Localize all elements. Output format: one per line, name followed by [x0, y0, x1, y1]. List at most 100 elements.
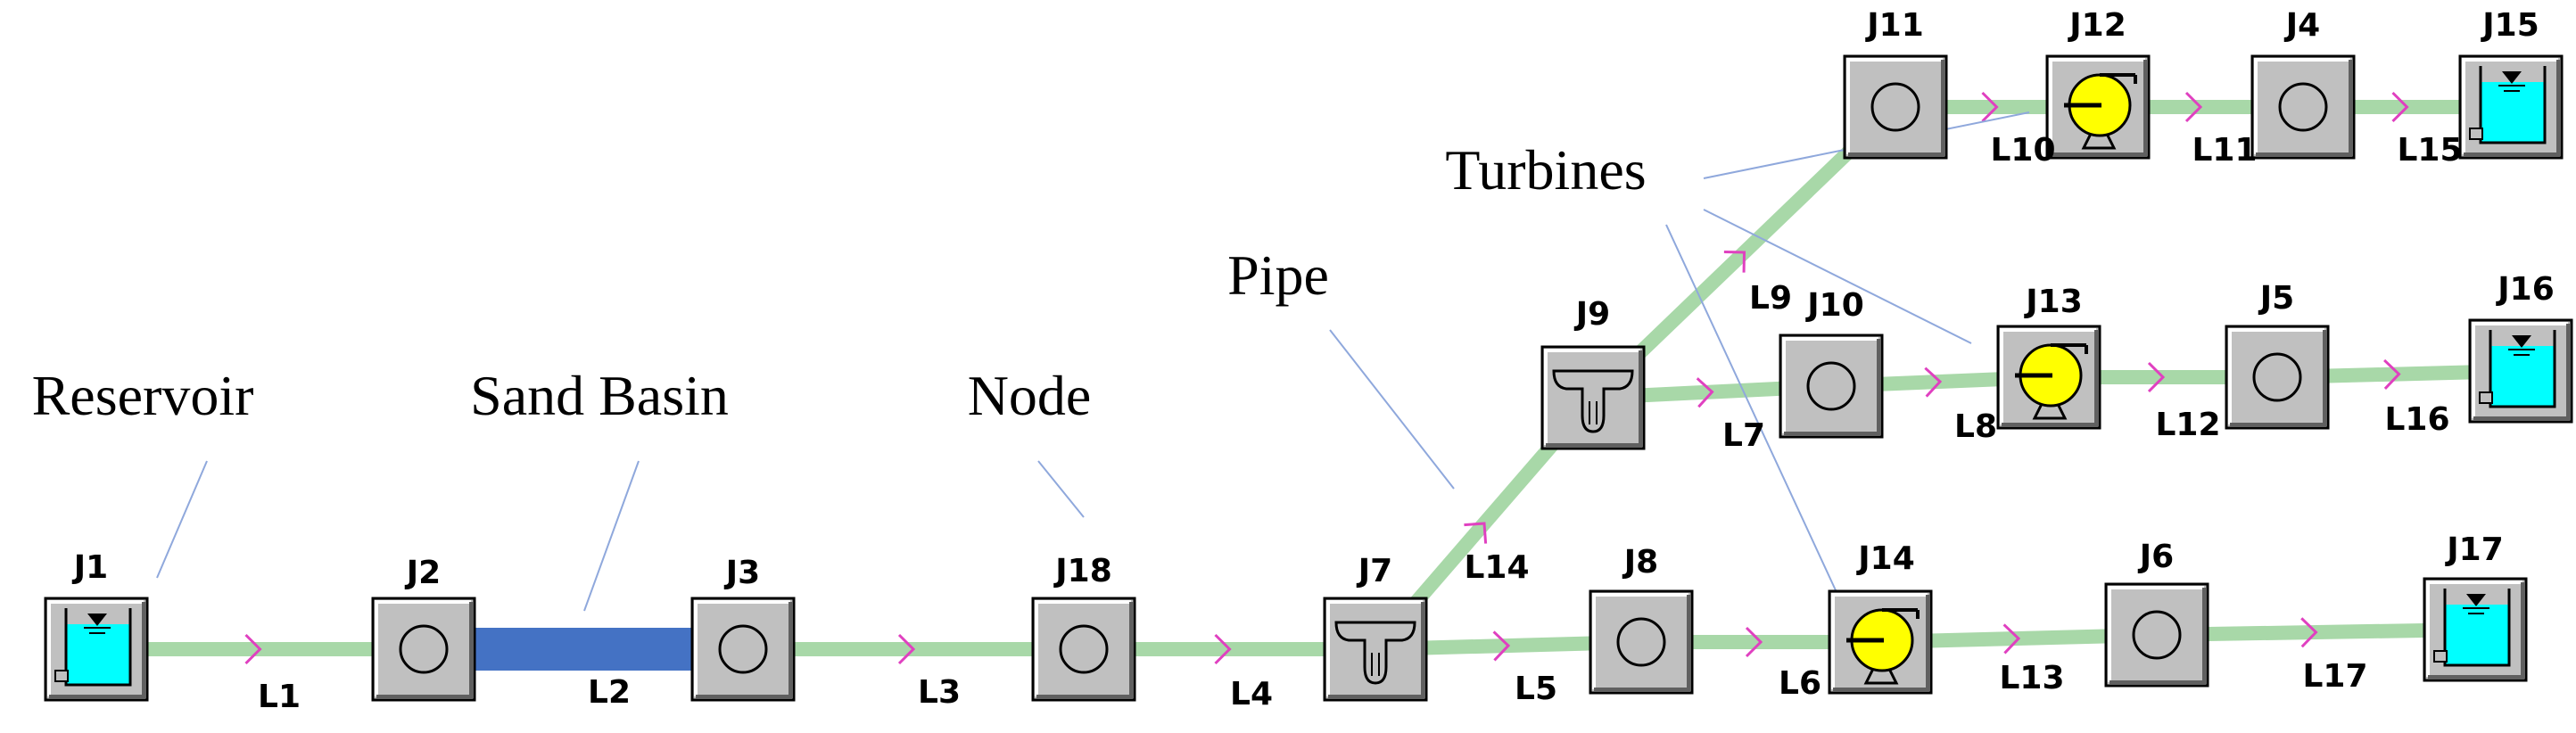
node-bevel	[2002, 330, 2098, 426]
link-label: L15	[2397, 132, 2462, 169]
flow-arrow-icon	[2391, 91, 2409, 123]
leader-line	[156, 460, 208, 579]
node-j1-reservoir[interactable]	[44, 597, 149, 702]
node-box	[1031, 597, 1136, 702]
node-j17-reservoir[interactable]	[2423, 577, 2528, 682]
node-bevel	[47, 600, 144, 696]
node-label: J2	[404, 555, 441, 591]
node-box	[1843, 54, 1948, 160]
link-label: L9	[1749, 280, 1792, 317]
node-j13-turbine[interactable]	[1996, 325, 2101, 430]
node-bevel	[2464, 60, 2560, 156]
junction-circle-icon	[1059, 624, 1109, 674]
node-bevel	[696, 602, 792, 698]
leader-line	[1703, 209, 1972, 344]
reservoir-tank-icon	[54, 608, 132, 687]
node-bevel	[2230, 330, 2326, 426]
flow-arrow-icon	[1745, 626, 1763, 658]
node-bevel	[2462, 58, 2558, 154]
node-label: J5	[2258, 280, 2294, 317]
node-bevel	[2254, 58, 2350, 154]
node-label: J18	[1053, 553, 1112, 589]
node-j16-reservoir[interactable]	[2468, 318, 2573, 424]
node-j3-junction[interactable]	[690, 597, 796, 702]
node-label: J15	[2480, 7, 2539, 44]
link-label: L14	[1464, 549, 1529, 586]
link-label: L16	[2384, 401, 2449, 438]
link-label: L6	[1779, 665, 1821, 702]
node-label: J3	[723, 555, 760, 591]
node-j2-junction[interactable]	[371, 597, 476, 702]
node-bevel	[1848, 60, 1944, 156]
link-l17[interactable]	[2156, 617, 2476, 648]
leader-line	[1329, 329, 1455, 490]
node-j10-junction[interactable]	[1779, 334, 1884, 439]
node-bevel	[1328, 602, 1424, 698]
annotation-leaders	[156, 111, 2030, 612]
flow-arrow-icon	[2002, 623, 2021, 655]
junction-circle-icon	[1870, 82, 1920, 132]
node-bevel	[49, 602, 145, 698]
leader-line	[1665, 224, 1837, 591]
flow-arrow-icon	[2300, 617, 2318, 648]
node-bevel	[2000, 328, 2096, 424]
annotation-reservoir: Reservoir	[32, 364, 254, 427]
reservoir-tank-icon	[2479, 330, 2556, 408]
node-bevel	[1546, 350, 1642, 447]
node-bevel	[694, 600, 790, 696]
node-bevel	[376, 602, 473, 698]
node-bevel	[1326, 600, 1423, 696]
link-label: L17	[2302, 658, 2367, 695]
node-label: J4	[2283, 7, 2320, 44]
node-bevel	[1846, 58, 1943, 154]
node-j18-junction[interactable]	[1031, 597, 1136, 702]
junction-circle-icon	[1616, 617, 1666, 667]
node-bevel	[2472, 322, 2568, 418]
node-j14-turbine[interactable]	[1828, 589, 1933, 695]
node-bevel	[2426, 581, 2522, 677]
annotation-node: Node	[968, 364, 1092, 427]
nodes-layer	[44, 54, 2573, 702]
node-j4-junction[interactable]	[2250, 54, 2356, 160]
node-box	[2225, 325, 2330, 430]
link-l1[interactable]	[96, 633, 424, 665]
links-layer	[96, 91, 2522, 671]
node-j7-tee[interactable]	[1323, 597, 1428, 702]
flow-arrow-icon	[1924, 366, 1943, 398]
turbine-icon	[1846, 608, 1920, 685]
junction-circle-icon	[2252, 352, 2302, 402]
node-bevel	[2110, 588, 2206, 684]
link-label: L5	[1515, 671, 1557, 707]
node-bevel	[2473, 324, 2570, 420]
node-label: J16	[2495, 271, 2555, 308]
node-bevel	[1594, 595, 1690, 691]
junction-circle-icon	[718, 624, 768, 674]
node-box	[371, 597, 476, 702]
node-label: J1	[71, 549, 108, 586]
flow-arrow-icon	[1696, 377, 1714, 408]
junction-circle-icon	[399, 624, 449, 674]
node-box	[690, 597, 796, 702]
node-j11-junction[interactable]	[1843, 54, 1948, 160]
junction-circle-icon	[2132, 610, 2182, 660]
node-j6-junction[interactable]	[2104, 582, 2209, 688]
flow-arrow-icon	[1464, 522, 1488, 544]
node-label: J12	[2067, 7, 2126, 44]
node-label: J11	[1864, 7, 1924, 44]
node-j9-tee[interactable]	[1540, 345, 1646, 450]
flow-arrow-icon	[2184, 91, 2203, 123]
node-j12-turbine[interactable]	[2045, 54, 2151, 160]
node-j5-junction[interactable]	[2225, 325, 2330, 430]
node-j8-junction[interactable]	[1589, 589, 1694, 695]
tee-fitting-icon	[1334, 621, 1416, 685]
link-label: L3	[918, 674, 961, 711]
link-l3[interactable]	[743, 633, 1084, 665]
node-j15-reservoir[interactable]	[2458, 54, 2564, 160]
node-bevel	[2108, 586, 2204, 682]
link-label: L12	[2155, 407, 2220, 443]
node-bevel	[2256, 60, 2352, 156]
link-label: L2	[588, 674, 631, 711]
node-box	[1589, 589, 1694, 695]
node-bevel	[1544, 349, 1640, 445]
